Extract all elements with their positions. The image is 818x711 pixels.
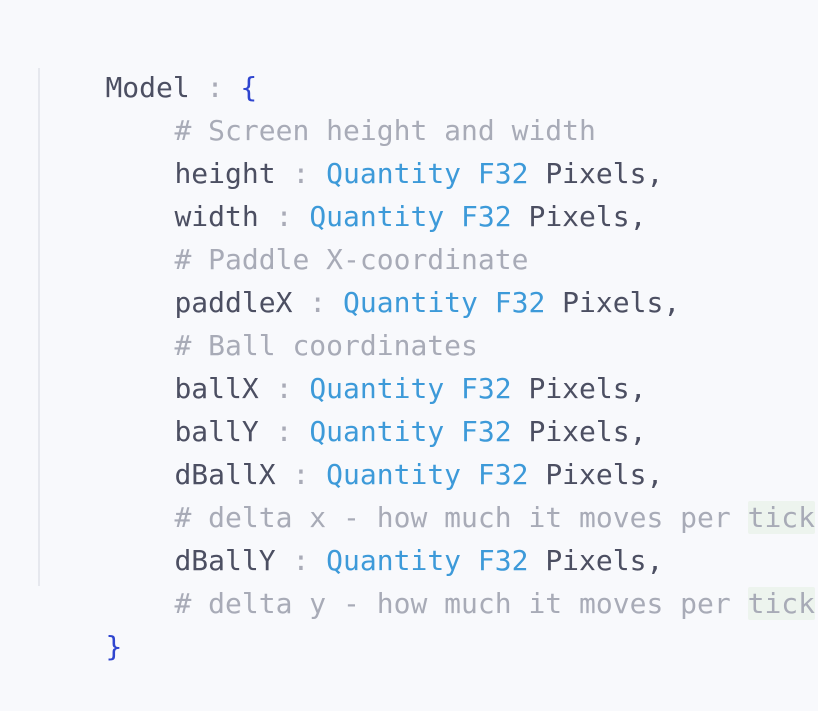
code-line-open: Model : { [38, 23, 257, 104]
colon: : [292, 286, 344, 319]
code-line-field: dBallY : Quantity F32 Pixels, [107, 496, 663, 577]
code-line-field: ballX : Quantity F32 Pixels, [107, 324, 646, 405]
field-name: height [174, 157, 276, 190]
colon: : [258, 372, 310, 405]
field-type: Quantity F32 [326, 544, 529, 577]
highlighted-word: tick [747, 587, 816, 620]
field-name: width [174, 200, 259, 233]
field-type: Quantity F32 [343, 286, 546, 319]
field-unit: Pixels, [528, 458, 664, 491]
code-line-close: } [38, 582, 122, 663]
field-type: Quantity F32 [326, 458, 529, 491]
colon: : [275, 157, 327, 190]
code-line-comment: # Ball coordinates [107, 281, 477, 362]
field-unit: Pixels, [545, 286, 681, 319]
code-line-comment: # delta x - how much it moves per tick [107, 453, 816, 534]
highlighted-word: tick [747, 501, 816, 534]
field-unit: Pixels, [511, 415, 647, 448]
field-name: dBallX [174, 458, 276, 491]
type-name: Model [105, 71, 190, 104]
field-unit: Pixels, [511, 372, 647, 405]
close-brace: } [105, 630, 123, 663]
code-line-field: height : Quantity F32 Pixels, [107, 109, 663, 190]
indent-guide [38, 68, 40, 586]
code-line-comment: # Screen height and width [107, 66, 595, 147]
code-block: Model : { # Screen height and width heig… [38, 23, 816, 663]
code-line-comment: # Paddle X-coordinate [107, 195, 528, 276]
colon: : [189, 71, 241, 104]
comment: # Screen height and width [174, 114, 596, 147]
comment: # delta x - how much it moves per [174, 501, 748, 534]
comment: # Ball coordinates [174, 329, 478, 362]
open-brace: { [240, 71, 258, 104]
comment: # Paddle X-coordinate [174, 243, 529, 276]
colon: : [275, 544, 327, 577]
field-type: Quantity F32 [309, 415, 512, 448]
colon: : [275, 458, 327, 491]
field-type: Quantity F32 [309, 200, 512, 233]
field-type: Quantity F32 [309, 372, 512, 405]
colon: : [258, 200, 310, 233]
field-unit: Pixels, [528, 544, 664, 577]
code-line-field: paddleX : Quantity F32 Pixels, [107, 238, 680, 319]
field-unit: Pixels, [528, 157, 664, 190]
colon: : [258, 415, 310, 448]
code-line-field: width : Quantity F32 Pixels, [107, 152, 646, 233]
field-name: ballY [174, 415, 259, 448]
field-unit: Pixels, [511, 200, 647, 233]
code-line-comment: # delta y - how much it moves per tick [107, 539, 816, 620]
field-type: Quantity F32 [326, 157, 529, 190]
field-name: dBallY [174, 544, 276, 577]
code-line-field: dBallX : Quantity F32 Pixels, [107, 410, 663, 491]
field-name: ballX [174, 372, 259, 405]
comment: # delta y - how much it moves per [174, 587, 748, 620]
code-line-field: ballY : Quantity F32 Pixels, [107, 367, 646, 448]
field-name: paddleX [174, 286, 293, 319]
